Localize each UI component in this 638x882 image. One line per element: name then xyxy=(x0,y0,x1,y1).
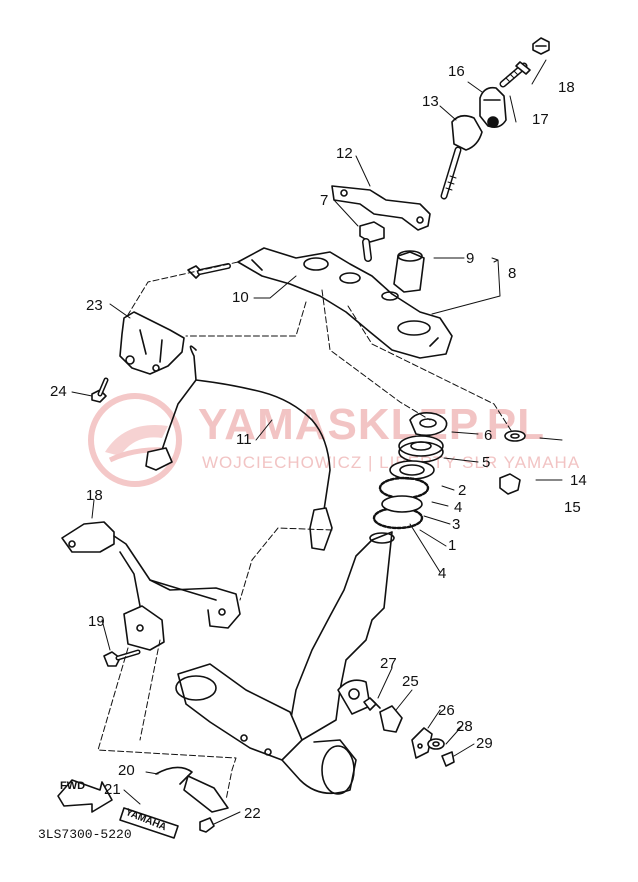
callout-10: 10 xyxy=(232,289,249,306)
assembly-lines xyxy=(97,261,513,801)
ring-nut-part xyxy=(398,435,444,463)
leader-lines xyxy=(71,59,563,825)
callout-6: 6 xyxy=(484,427,493,444)
callout-4b: 4 xyxy=(438,565,447,582)
stay-bracket-part xyxy=(61,521,241,651)
switch-part xyxy=(371,699,403,733)
callout-15: 15 xyxy=(564,499,581,516)
washer-part-29 xyxy=(427,738,445,750)
callout-26: 25 xyxy=(402,673,419,690)
screw-part-23 xyxy=(199,817,215,833)
bracket-plate-part xyxy=(331,185,431,231)
callout-23: 22 xyxy=(244,805,261,822)
part-code: 3LS7300-5220 xyxy=(38,827,132,842)
cap-nut-part xyxy=(532,37,550,55)
callout-24: 23 xyxy=(86,297,103,314)
callout-29: 28 xyxy=(456,718,473,735)
fwd-arrow-icon xyxy=(57,779,113,813)
callout-9: 9 xyxy=(466,250,475,267)
upper-bracket-part xyxy=(237,247,453,359)
callout-28: 27 xyxy=(380,655,397,672)
callout-17: 17 xyxy=(532,111,549,128)
callout-25: 24 xyxy=(50,383,67,400)
bolt-part-10 xyxy=(187,263,231,279)
bolt-part-7 xyxy=(359,221,385,262)
lock-washer-part xyxy=(409,412,448,437)
screw-part-25 xyxy=(91,377,109,403)
callout-27: 26 xyxy=(438,702,455,719)
nut-part-15 xyxy=(499,473,521,495)
steering-stem-part xyxy=(175,531,395,795)
mount-bracket-part xyxy=(119,311,185,375)
bearing-balls-part xyxy=(372,476,430,530)
watermark-subtext: WOJCIECHOWICZ | LIBERTY SLR YAMAHA xyxy=(202,453,581,472)
plate-part-22 xyxy=(119,775,229,839)
callout-20: 19 xyxy=(88,613,105,630)
callout-7: 7 xyxy=(320,192,329,209)
bolt-part-17 xyxy=(499,61,531,88)
callout-21: 20 xyxy=(118,762,135,779)
washer-part-14 xyxy=(504,430,526,442)
callout-4a: 4 xyxy=(454,499,463,516)
callout-18: 18 xyxy=(558,79,575,96)
callout-30: 29 xyxy=(476,735,493,752)
screw-part-30 xyxy=(441,751,455,767)
callout-2: 2 xyxy=(458,482,467,499)
callout-5: 5 xyxy=(482,454,491,471)
collar-part xyxy=(393,250,425,293)
callout-14: 14 xyxy=(570,472,587,489)
callout-16: 16 xyxy=(448,63,465,80)
callout-11: 11 xyxy=(236,431,252,448)
callout-8: 8 xyxy=(508,265,517,282)
callout-12: 12 xyxy=(336,145,353,162)
callout-19: 18 xyxy=(86,487,103,504)
fwd-label: FWD xyxy=(60,780,86,792)
callout-22: 21 xyxy=(104,781,121,798)
bolt-part-20 xyxy=(103,649,141,667)
clamp-part xyxy=(479,86,507,128)
screw-part-28 xyxy=(363,697,377,711)
watermark-text: YAMASKLEP.PL xyxy=(198,400,545,449)
stud-part xyxy=(440,114,483,200)
clip-part-21 xyxy=(155,766,193,785)
bearing-race-part xyxy=(389,460,435,480)
callout-3: 3 xyxy=(452,516,461,533)
cable-part xyxy=(145,345,333,551)
callout-13: 13 xyxy=(422,93,439,110)
callout-1: 1 xyxy=(448,537,457,554)
